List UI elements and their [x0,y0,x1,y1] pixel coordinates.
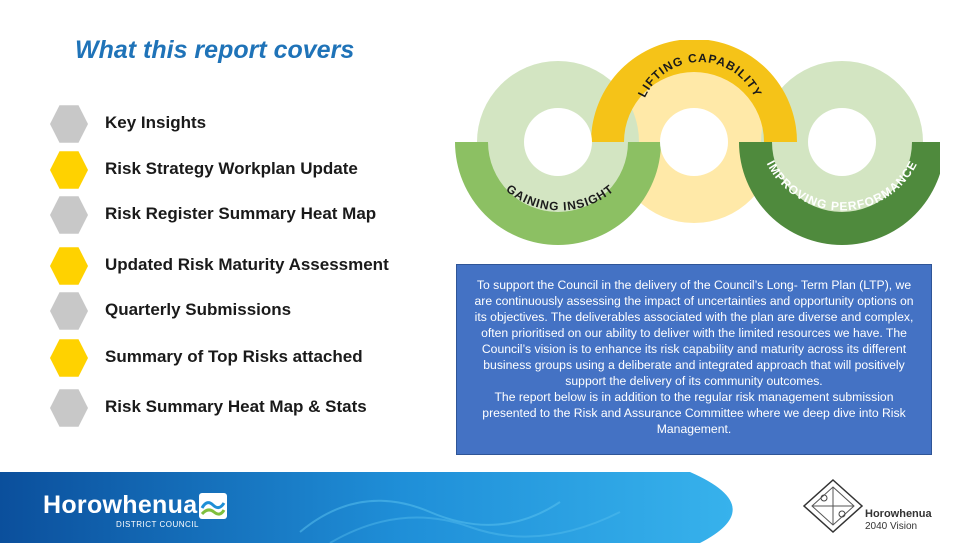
capability-cycle-diagram: LIFTING CAPABILITY GAINING INSIGHT IMPRO… [455,40,940,245]
agenda-item-heat-map: Risk Register Summary Heat Map [50,195,470,235]
agenda-item-top-risks: Summary of Top Risks attached [50,338,470,378]
ring-hole-center [660,108,728,176]
info-paragraph-1: To support the Council in the delivery o… [474,278,914,388]
agenda-item-key-insights: Key Insights [50,104,470,144]
agenda-label: Updated Risk Maturity Assessment [105,255,389,274]
agenda-item-risk-maturity: Updated Risk Maturity Assessment [50,246,470,286]
brand-subtitle: DISTRICT COUNCIL [116,520,199,529]
ring-hole-left [524,108,592,176]
hexagon-marker-icon [50,196,88,234]
agenda-label: Summary of Top Risks attached [105,347,363,366]
gaining-insight-segment [455,142,661,245]
hexagon-marker-icon [50,247,88,285]
brand-name: Horowhenua [43,491,198,519]
horowhenua-wave-logo-icon [199,493,227,519]
hexagon-marker-icon [50,339,88,377]
agenda-label: Risk Register Summary Heat Map [105,204,377,223]
hexagon-marker-icon [50,151,88,189]
ring-hole-right [808,108,876,176]
info-paragraph-2: The report below is in addition to the r… [482,390,906,436]
slide-title: What this report covers [75,36,355,64]
info-box: To support the Council in the delivery o… [456,264,932,455]
agenda-label: Quarterly Submissions [105,300,292,319]
vision-subtitle: 2040 Vision [865,521,918,532]
footer-band [0,472,733,543]
council-brand: Horowhenua DISTRICT COUNCIL [43,491,243,531]
agenda-label: Key Insights [105,113,207,132]
hexagon-marker-icon [50,389,88,427]
lifting-capability-segment [591,40,797,142]
agenda-label: Risk Summary Heat Map & Stats [105,397,367,416]
improving-performance-segment [739,142,940,245]
vision-2040-brand: Horowhenua 2040 Vision [802,478,952,538]
agenda-item-quarterly: Quarterly Submissions [50,291,470,331]
agenda-item-summary-stats: Risk Summary Heat Map & Stats [50,388,470,428]
agenda-label: Risk Strategy Workplan Update [105,159,358,178]
hexagon-marker-icon [50,292,88,330]
hexagon-marker-icon [50,105,88,143]
vision-2040-diamond-logo-icon [802,478,864,534]
vision-name: Horowhenua [865,508,932,520]
agenda-item-risk-strategy: Risk Strategy Workplan Update [50,150,470,190]
